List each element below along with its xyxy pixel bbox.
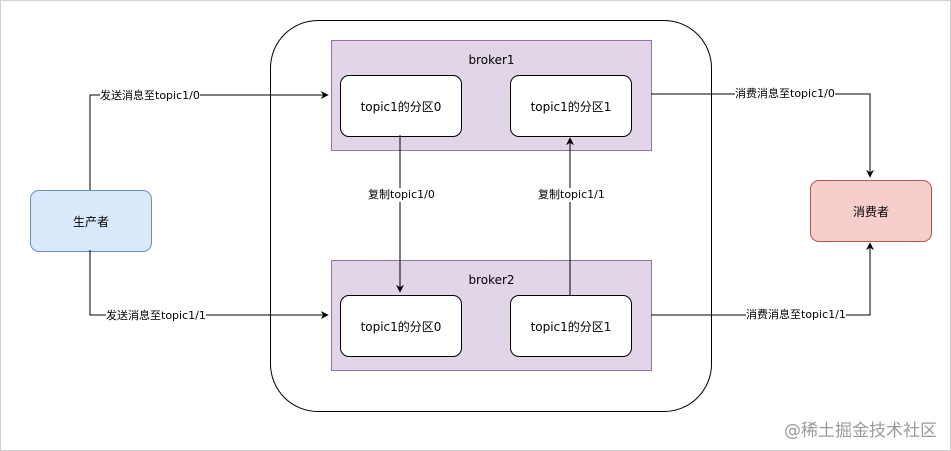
- label-consume-topic1-1: 消费消息至topic1/1: [746, 308, 846, 322]
- broker2-partition-1: topic1的分区1: [510, 295, 632, 357]
- label-send-topic1-0: 发送消息至topic1/0: [100, 89, 200, 103]
- broker1-partition-1: topic1的分区1: [510, 75, 632, 137]
- label-consume-topic1-0: 消费消息至topic1/0: [735, 87, 835, 101]
- edge-send-topic1-0: [89, 91, 329, 190]
- edge-send-topic1-1: [89, 250, 329, 319]
- broker1-partition-0: topic1的分区0: [340, 75, 462, 137]
- label-replicate-topic1-0: 复制topic1/0: [368, 188, 435, 202]
- broker2-title: broker2: [468, 273, 515, 287]
- label-replicate-topic1-1: 复制topic1/1: [538, 188, 605, 202]
- edge-consume-topic1-0: [651, 93, 874, 178]
- edge-consume-topic1-1: [651, 242, 874, 316]
- broker1-title: broker1: [468, 53, 515, 67]
- broker2-partition-0: topic1的分区0: [340, 295, 462, 357]
- label-send-topic1-1: 发送消息至topic1/1: [106, 309, 206, 323]
- producer-node: 生产者: [30, 190, 152, 252]
- watermark-text: @稀土掘金技术社区: [784, 421, 937, 441]
- consumer-node: 消费者: [810, 180, 932, 242]
